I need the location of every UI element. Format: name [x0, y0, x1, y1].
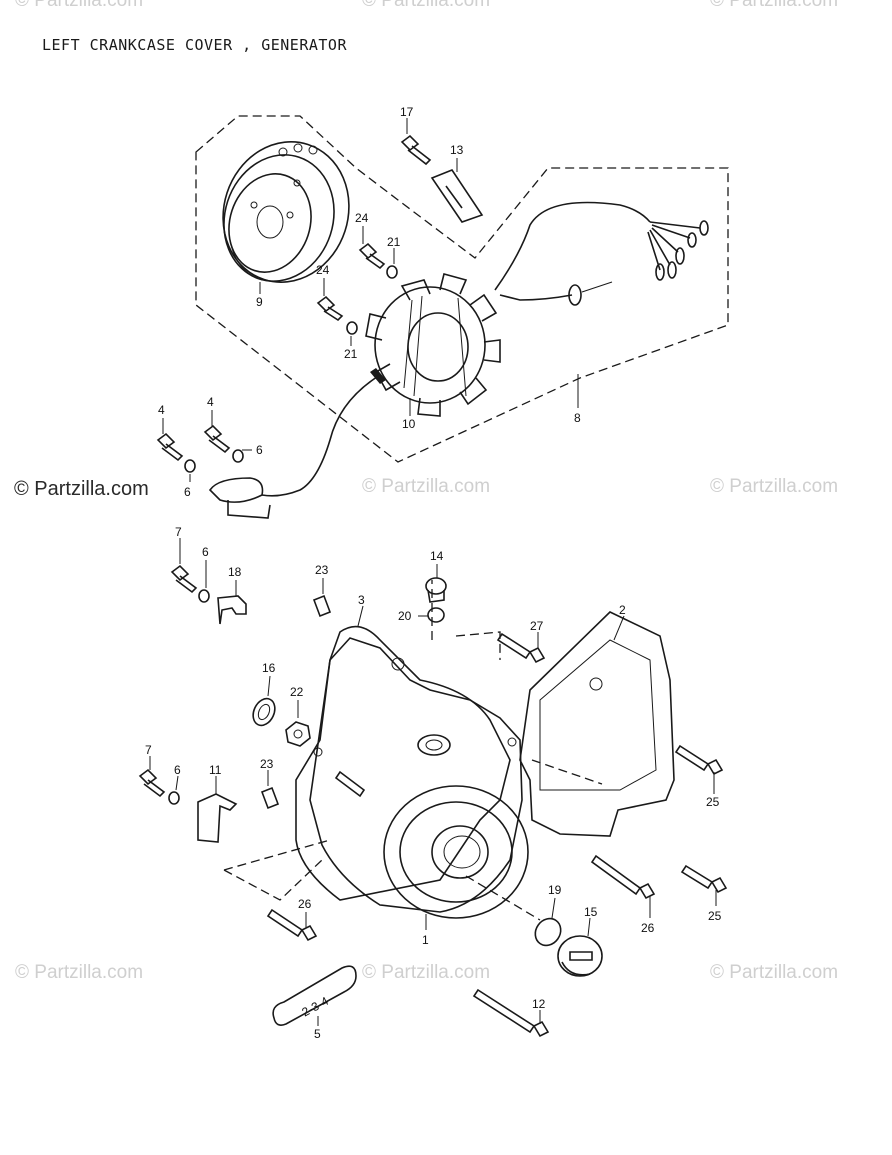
callout-22: 22	[290, 685, 304, 699]
callout-6: 6	[202, 545, 209, 559]
callout-20: 20	[398, 609, 412, 623]
callout-6: 6	[256, 443, 263, 457]
callout-6: 6	[174, 763, 181, 777]
flywheel-rotor	[222, 141, 350, 283]
callout-14: 14	[430, 549, 444, 563]
watermark: © Partzilla.com	[362, 962, 491, 983]
label-plate: 2-3-4	[272, 965, 357, 1026]
callout-10: 10	[402, 417, 416, 431]
generator-assembly-outline	[195, 115, 729, 463]
callout-21: 21	[344, 347, 358, 361]
callout-19: 19	[548, 883, 562, 897]
watermark: © Partzilla.com	[15, 962, 144, 983]
callout-8: 8	[574, 411, 581, 425]
callout-13: 13	[450, 143, 464, 157]
callout-3: 3	[358, 593, 365, 607]
bracket-11	[138, 768, 238, 843]
callout-7: 7	[145, 743, 152, 757]
callout-4: 4	[207, 395, 214, 409]
callout-7: 7	[175, 525, 182, 539]
watermark: © Partzilla.com	[362, 476, 491, 497]
sprocket-cover	[519, 611, 675, 837]
dowel-pin-lower	[260, 786, 280, 810]
callout-12: 12	[532, 997, 546, 1011]
harness-bolts	[156, 424, 244, 473]
callout-24: 24	[316, 263, 330, 277]
hex-nut	[285, 721, 311, 747]
oil-seal	[252, 697, 276, 727]
long-bolts	[266, 744, 728, 1038]
dowel-pin-upper	[312, 594, 332, 618]
bolt-27	[496, 632, 546, 664]
callout-26: 26	[298, 897, 312, 911]
callout-11: 11	[209, 763, 222, 777]
watermark: © Partzilla.com	[710, 0, 839, 11]
cover-gasket	[295, 625, 511, 901]
watermark: © Partzilla.com	[710, 476, 839, 497]
watermark: © Partzilla.com	[14, 478, 149, 500]
wire-harness	[208, 201, 709, 519]
stator-bolts	[316, 134, 484, 335]
callout-27: 27	[530, 619, 544, 633]
crankshaft-cap	[557, 935, 603, 977]
callout-9: 9	[256, 295, 263, 309]
watermark: © Partzilla.com	[362, 0, 491, 11]
bracket-18	[170, 564, 247, 625]
callout-5: 5	[314, 1027, 321, 1041]
callout-17: 17	[400, 105, 414, 119]
oil-filler-plug	[425, 577, 447, 623]
o-ring	[534, 917, 562, 947]
callout-6: 6	[184, 485, 191, 499]
callout-23: 23	[315, 563, 329, 577]
callout-15: 15	[584, 905, 598, 919]
callout-18: 18	[228, 565, 242, 579]
callout-23: 23	[260, 757, 274, 771]
callout-16: 16	[262, 661, 276, 675]
callout-25: 25	[706, 795, 720, 809]
callout-21: 21	[387, 235, 401, 249]
stator-coil	[365, 273, 501, 417]
callout-24: 24	[355, 211, 369, 225]
left-crankcase-cover	[309, 637, 529, 919]
callout-4: 4	[158, 403, 165, 417]
callout-25: 25	[708, 909, 722, 923]
label-plate-text: 2-3-4	[300, 994, 332, 1020]
callout-26: 26	[641, 921, 655, 935]
callout-2: 2	[619, 603, 626, 617]
diagram-title: LEFT CRANKCASE COVER , GENERATOR	[42, 36, 347, 54]
callout-1: 1	[422, 933, 429, 947]
watermark: © Partzilla.com	[710, 962, 839, 983]
watermark: © Partzilla.com	[15, 0, 144, 11]
